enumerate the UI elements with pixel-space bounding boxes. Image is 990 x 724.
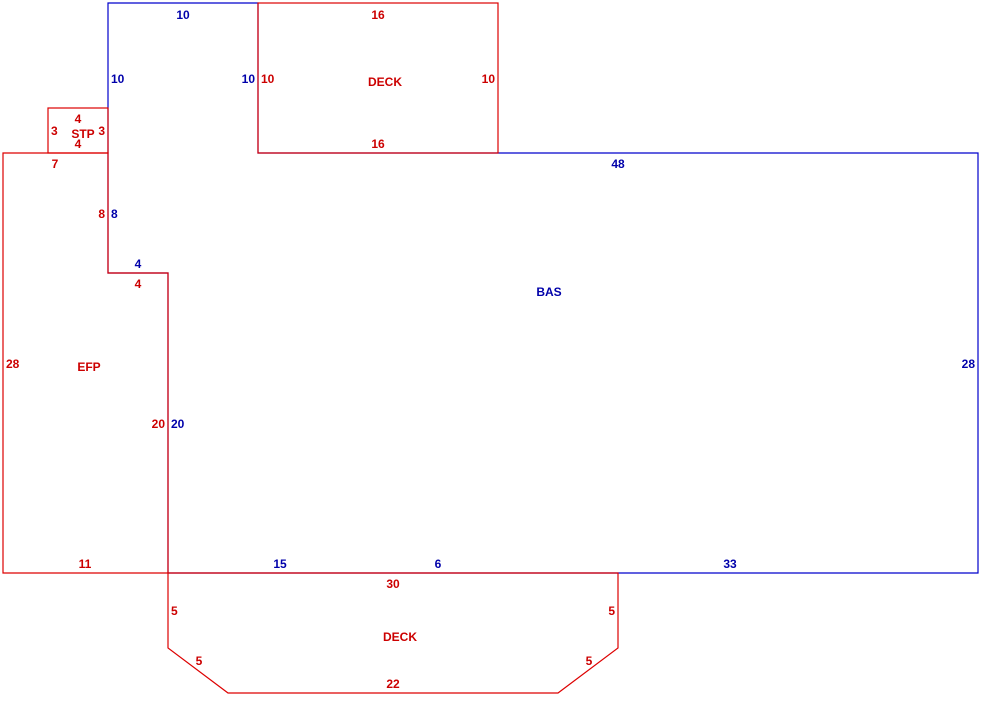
efp-dim-top: 7 xyxy=(52,157,59,171)
deck-bottom-dim-top: 30 xyxy=(386,577,400,591)
bas-dim-left-inner: 8 xyxy=(111,207,118,221)
stp-dim-top: 4 xyxy=(75,112,82,126)
stp-label: STP xyxy=(71,127,94,141)
deck-bottom-outline xyxy=(167,572,619,694)
deck-top-label: DECK xyxy=(368,75,402,89)
deck-top-dim-left: 10 xyxy=(261,72,275,86)
efp-dim-bottom: 11 xyxy=(79,557,92,571)
deck-top-dim-top: 16 xyxy=(371,8,385,22)
bas-dim-bottom-b: 6 xyxy=(435,557,442,571)
efp-dim-right-lower: 20 xyxy=(152,417,166,431)
stp-dim-right: 3 xyxy=(98,124,105,138)
bas-label: BAS xyxy=(536,285,561,299)
efp-dim-right-upper: 8 xyxy=(98,207,105,221)
stp-dim-left: 3 xyxy=(51,124,58,138)
deck-top-outline xyxy=(257,2,499,154)
deck-bottom-dim-diag-right: 5 xyxy=(586,654,593,668)
deck-bottom-dim-left: 5 xyxy=(171,604,178,618)
deck-bottom-dim-bottom: 22 xyxy=(386,677,400,691)
bas-dim-bottom-a: 15 xyxy=(273,557,287,571)
bas-dim-right-upper: 10 xyxy=(242,72,256,86)
efp-label: EFP xyxy=(77,360,100,374)
efp-outline xyxy=(2,152,169,574)
deck-top-dim-right: 10 xyxy=(482,72,496,86)
bas-dim-top-right: 48 xyxy=(611,157,625,171)
bas-dim-right: 28 xyxy=(962,357,976,371)
efp-dim-step: 4 xyxy=(135,277,142,291)
deck-bottom-dim-diag-left: 5 xyxy=(196,654,203,668)
stp-dim-bottom: 4 xyxy=(75,137,82,151)
bas-dim-left-upper: 10 xyxy=(111,72,125,86)
deck-bottom-label: DECK xyxy=(383,630,417,644)
deck-bottom-dim-right: 5 xyxy=(608,604,615,618)
efp-dim-left: 28 xyxy=(6,357,20,371)
bas-dim-bottom-c: 33 xyxy=(723,557,737,571)
bas-dim-left-lower: 20 xyxy=(171,417,185,431)
bas-dim-step: 4 xyxy=(135,257,142,271)
deck-top-dim-bottom: 16 xyxy=(371,137,385,151)
bas-dim-top-left: 10 xyxy=(176,8,190,22)
